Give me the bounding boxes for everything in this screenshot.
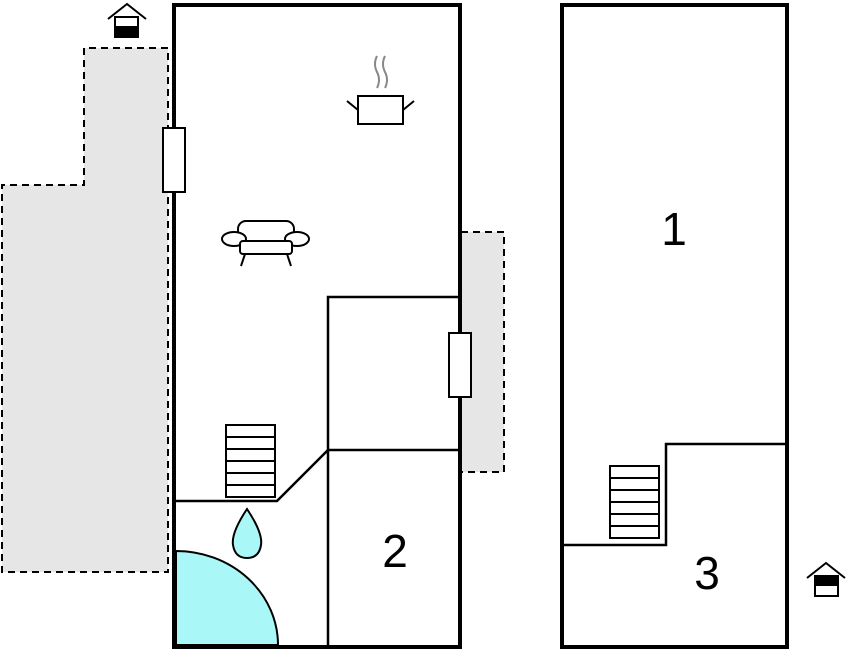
sofa-icon	[221, 220, 310, 267]
entrance-icon	[107, 2, 147, 38]
interior-walls-upper	[564, 442, 785, 547]
bathtub-icon	[175, 549, 280, 646]
room-label-2: 2	[382, 525, 408, 577]
ground-floor-outline	[172, 3, 462, 649]
entrance-icon-right	[806, 561, 846, 597]
upper-floor-outline	[560, 3, 789, 649]
room-label-1: 1	[661, 203, 687, 255]
stairs-icon-upper	[609, 465, 660, 539]
terrace-left	[1, 47, 169, 573]
room-label-3: 3	[694, 547, 720, 599]
stairs-icon	[225, 424, 276, 498]
window-right	[448, 332, 472, 398]
window-left	[162, 127, 186, 193]
terrace-right	[461, 231, 505, 473]
interior-walls-ground	[176, 295, 458, 645]
kitchen-pot-icon	[346, 55, 415, 125]
shower-drop-icon	[231, 507, 263, 560]
